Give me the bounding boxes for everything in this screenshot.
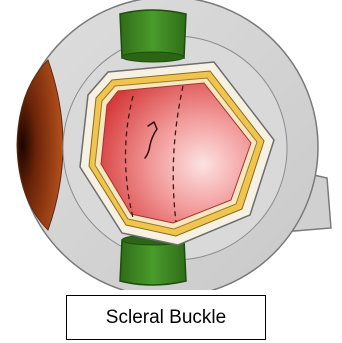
buckle-band-top	[120, 10, 186, 58]
scleral-buckle-diagram	[0, 0, 342, 290]
eye-iris	[17, 60, 63, 230]
caption-label: Scleral Buckle	[66, 295, 266, 340]
